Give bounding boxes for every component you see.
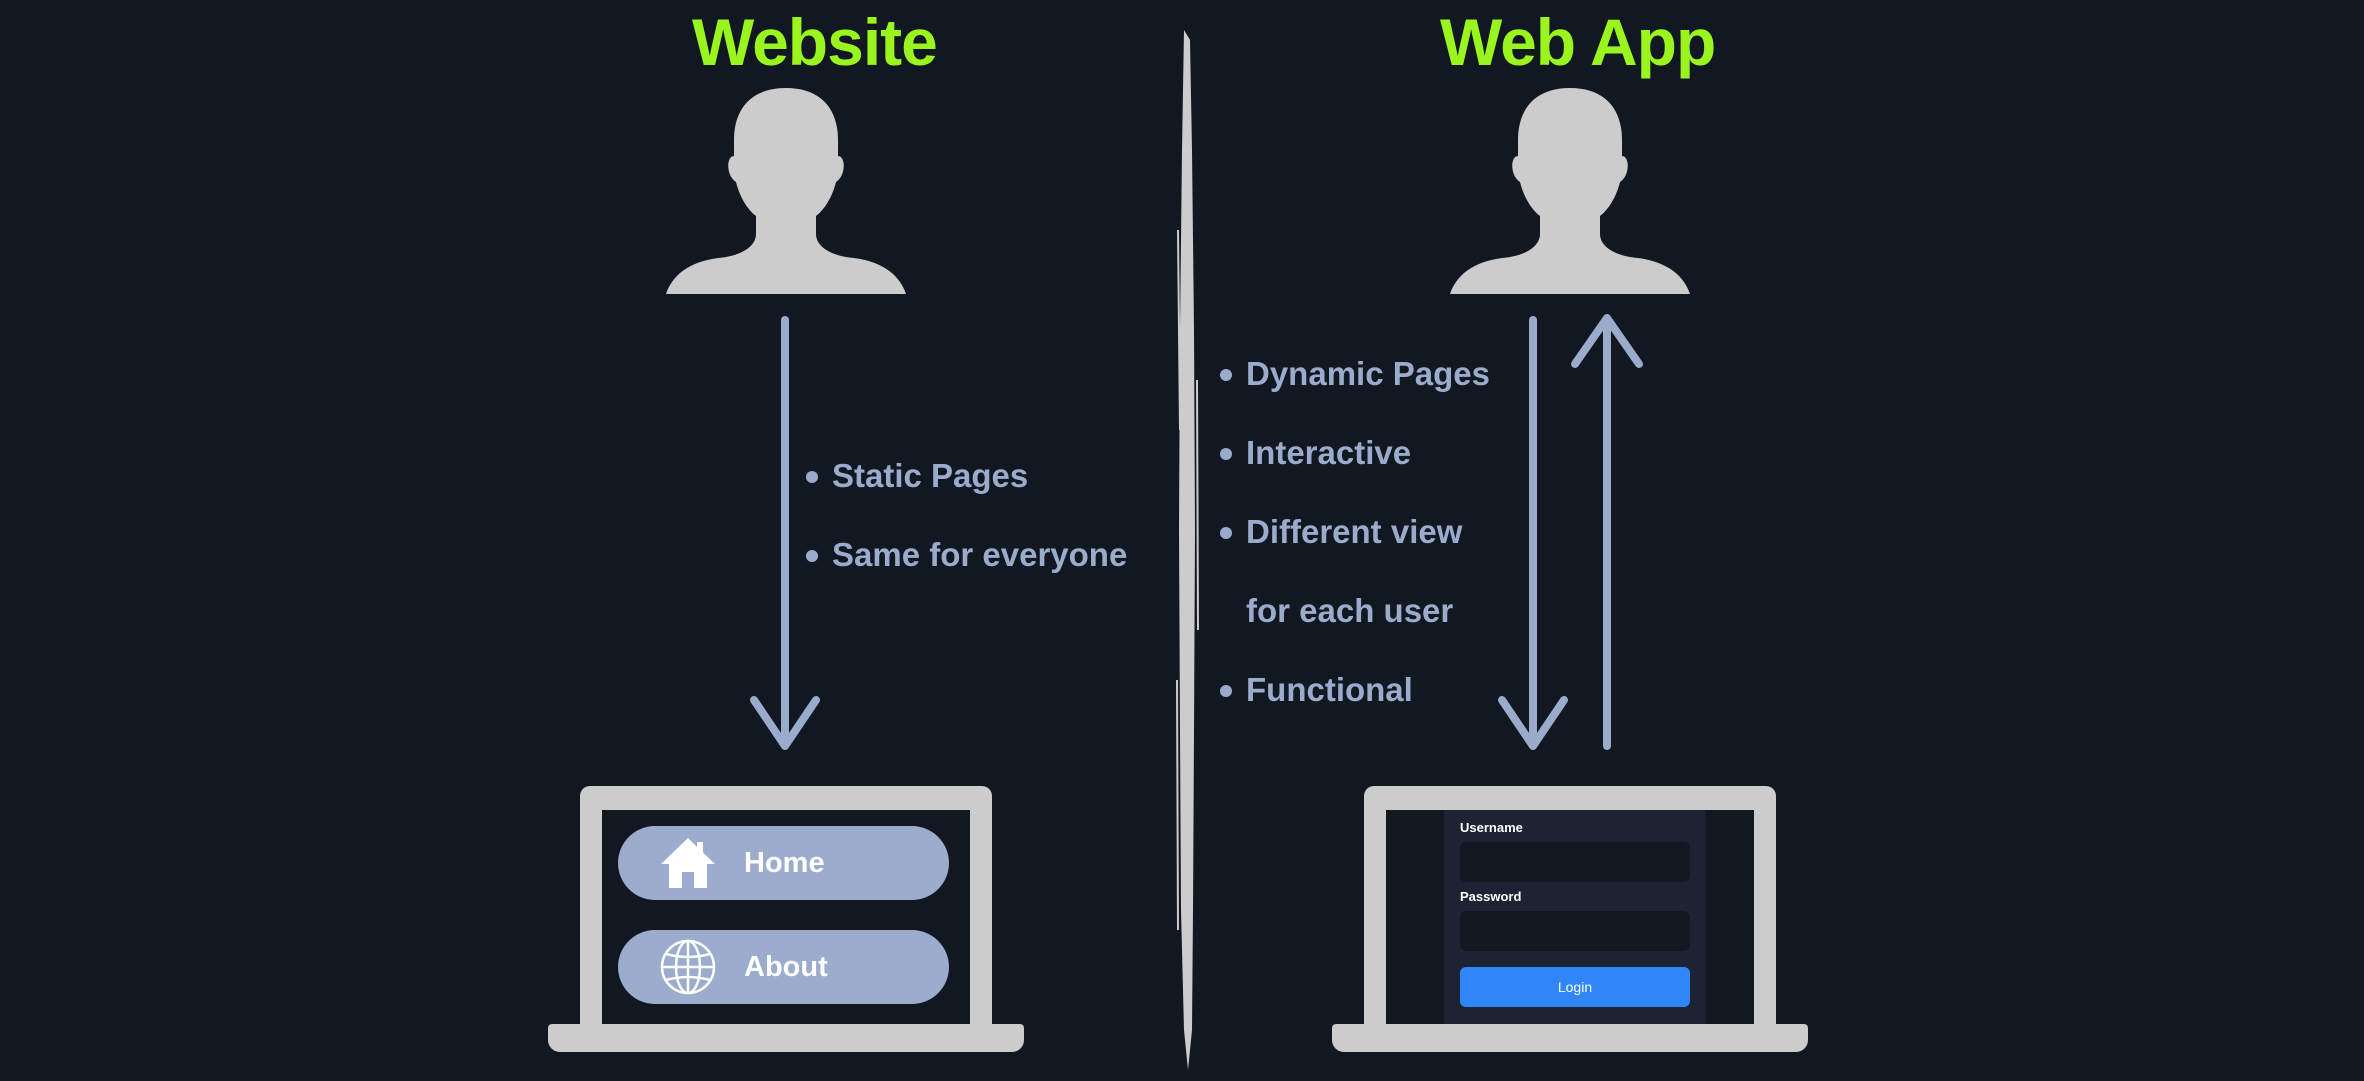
user-silhouette-icon	[666, 88, 906, 294]
house-icon	[658, 833, 718, 893]
divider-line	[1176, 30, 1199, 1070]
home-button[interactable]: Home	[618, 826, 949, 900]
bullet-item-continuation: for each user	[1246, 592, 1454, 629]
bullet-item: Same for everyone	[806, 515, 1127, 594]
password-field[interactable]	[1460, 911, 1690, 951]
website-title: Website	[692, 5, 938, 79]
login-button[interactable]: Login	[1460, 967, 1690, 1007]
laptop-base	[1332, 1024, 1808, 1052]
web-app-bullets: Dynamic Pages Interactive Different view…	[1220, 334, 1490, 729]
website-laptop: Home About	[580, 786, 992, 1026]
about-button[interactable]: About	[618, 930, 949, 1004]
username-label: Username	[1460, 820, 1523, 835]
web-app-laptop: Username Password Login	[1364, 786, 1776, 1026]
laptop-screen: Username Password Login	[1386, 810, 1754, 1026]
laptop-screen: Home About	[602, 810, 970, 1026]
bullet-item: Static Pages	[806, 436, 1127, 515]
website-bullets: Static Pages Same for everyone	[806, 436, 1127, 594]
login-form: Username Password Login	[1444, 810, 1706, 1026]
password-label: Password	[1460, 889, 1522, 904]
web-app-title: Web App	[1440, 5, 1716, 79]
bullet-item: Interactive	[1220, 413, 1490, 492]
bullet-item: Functional	[1220, 650, 1490, 729]
up-arrow-icon	[1571, 314, 1643, 750]
username-field[interactable]	[1460, 842, 1690, 882]
user-silhouette-icon	[1450, 88, 1690, 294]
bullet-item: Different view	[1220, 492, 1490, 571]
about-label: About	[744, 950, 828, 983]
laptop-base	[548, 1024, 1024, 1052]
home-label: Home	[744, 846, 825, 879]
bullet-item: Dynamic Pages	[1220, 334, 1490, 413]
down-arrow-icon	[1498, 316, 1568, 750]
globe-icon	[658, 937, 718, 997]
down-arrow-icon	[750, 316, 820, 750]
